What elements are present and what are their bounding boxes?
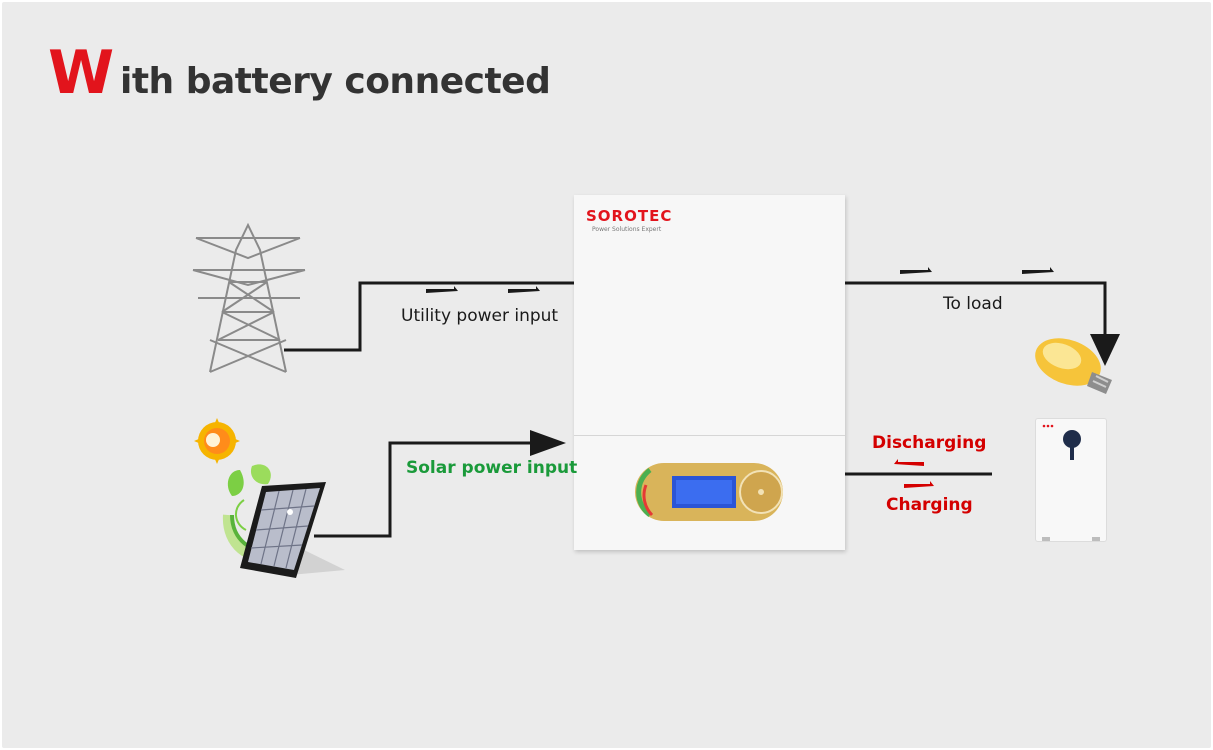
inverter-control-panel — [635, 463, 783, 521]
brand-logo: SOROTEC — [586, 207, 673, 225]
discharging-label: Discharging — [872, 433, 987, 453]
to-load-label: To load — [943, 294, 1003, 314]
utility-power-label: Utility power input — [401, 306, 559, 326]
heading-text: ith battery connected — [120, 61, 551, 102]
charging-label: Charging — [886, 495, 973, 515]
inverter-seam — [574, 435, 845, 436]
battery-details — [1042, 424, 1100, 541]
battery-icon — [1035, 418, 1107, 542]
heading-initial: W — [48, 38, 115, 108]
solar-power-label: Solar power input — [406, 458, 578, 478]
inverter-icon: SOROTEC Power Solutions Expert — [574, 195, 845, 550]
brand-tagline: Power Solutions Expert — [592, 226, 662, 233]
